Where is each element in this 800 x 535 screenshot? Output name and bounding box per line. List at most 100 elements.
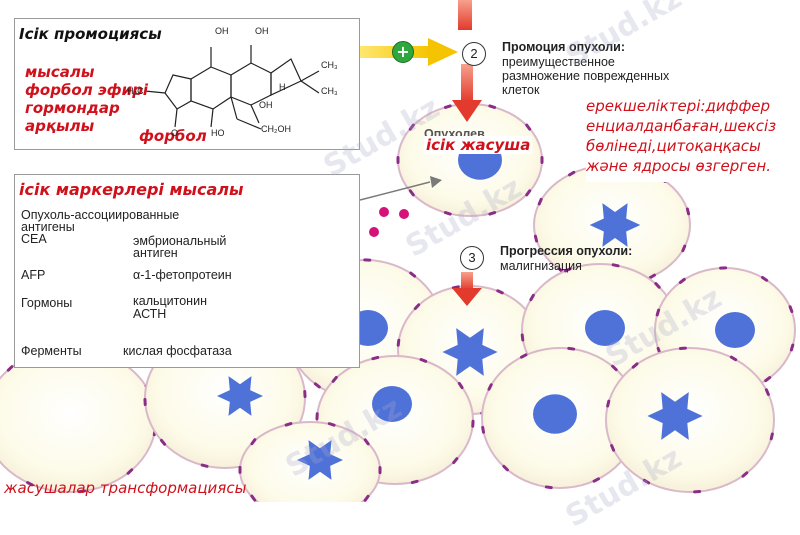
nucleus-9 (372, 386, 412, 422)
membrane-marker-2-5 (533, 234, 539, 243)
nucleus-4 (217, 376, 263, 416)
membrane-marker-10-7 (592, 477, 601, 483)
membrane-marker-1-9 (488, 104, 497, 109)
membrane-marker-1-8 (443, 104, 452, 109)
membrane-marker-10-2 (519, 353, 528, 359)
membrane-marker-4-2 (200, 463, 209, 468)
membrane-marker-8-7 (789, 343, 795, 352)
promoter-example-1: мысалы (25, 63, 95, 81)
membrane-marker-9-4 (419, 357, 428, 363)
membrane-marker-5-2 (313, 382, 321, 389)
membrane-marker-11-7 (693, 489, 702, 494)
formula-label-oh-3: OH (259, 100, 273, 110)
membrane-marker-11-3 (729, 355, 738, 362)
formula-label-ch2oh: CH₂OH (261, 124, 291, 134)
membrane-marker-12-10 (250, 438, 257, 446)
secreted-marker-dot-2 (399, 209, 409, 219)
membrane-marker-9-7 (452, 457, 459, 465)
features-line-1: ерекшеліктері:диффер (586, 97, 771, 115)
membrane-marker-9-3 (371, 355, 380, 361)
arrow-promotion-head (428, 38, 458, 66)
markers-heading-1: Опухоль-ассоциированные (21, 208, 180, 222)
formula-label-h3c: H₃C (127, 86, 144, 96)
membrane-marker-2-10 (685, 207, 691, 216)
marker-row-3-name: Гормоны (21, 296, 73, 310)
membrane-marker-1-10 (525, 123, 532, 131)
formula-label-ch3-1: CH₃ (321, 60, 338, 70)
cells-layer (0, 103, 796, 502)
features-line-2: енциалданбаған,шексіз (586, 117, 777, 135)
step-2-line-1: преимущественное (502, 55, 615, 69)
phorbol-structure (144, 45, 320, 130)
membrane-marker-10-4 (611, 364, 618, 372)
membrane-marker-11-6 (741, 471, 749, 478)
membrane-marker-1-6 (396, 156, 400, 164)
step-2-title: Промоция опухоли: (502, 40, 625, 54)
membrane-marker-1-1 (540, 156, 544, 164)
membrane-marker-9-6 (471, 419, 475, 428)
plus-sign: + (396, 42, 410, 61)
membrane-marker-9-2 (331, 375, 338, 383)
membrane-marker-12-9 (238, 465, 242, 474)
membrane-marker-12-3 (363, 438, 370, 446)
nucleus-10 (533, 394, 577, 434)
membrane-marker-3-2 (78, 489, 87, 494)
step-2-line-2: размножение поврежденных (502, 69, 670, 83)
membrane-marker-1-4 (443, 211, 452, 216)
promoter-title: Ісік промоциясы (19, 25, 162, 43)
marker-row-2-name: AFP (21, 268, 46, 282)
tumor-cell-label: ісік жасуша (424, 136, 533, 154)
membrane-marker-10-1 (487, 383, 493, 391)
membrane-marker-7-4 (563, 267, 572, 273)
formula-label-oh-2: OH (255, 26, 269, 36)
formula-label-h: H (279, 82, 286, 92)
marker-row-1-value-1: эмбриональный (133, 234, 227, 248)
marker-row-1-name: СЕА (21, 232, 47, 246)
membrane-marker-11-10 (606, 399, 611, 408)
membrane-marker-7-3 (529, 293, 535, 302)
marker-row-4-value-1: кислая фосфатаза (123, 344, 232, 358)
membrane-marker-8-3 (678, 277, 686, 284)
membrane-marker-1-2 (525, 189, 532, 197)
membrane-marker-12-4 (378, 466, 382, 475)
membrane-marker-10-9 (502, 464, 509, 472)
membrane-marker-7-2 (520, 333, 525, 342)
marker-row-1-value-2: антиген (133, 246, 178, 260)
features-note: ерекшеліктері:диффер енциалданбаған,шекс… (586, 98, 796, 182)
nucleus-8 (715, 312, 755, 348)
membrane-marker-4-9 (303, 390, 307, 398)
arrow-top-shaft (458, 0, 472, 30)
formula-label-ho: HO (211, 128, 225, 138)
nucleus-2 (589, 203, 641, 247)
phorbol-label: форбол (139, 127, 207, 145)
membrane-marker-9-1 (315, 412, 319, 421)
membrane-marker-8-2 (655, 308, 661, 317)
marker-row-3-value-1: кальцитонин (133, 294, 207, 308)
membrane-marker-12-5 (363, 494, 370, 502)
membrane-marker-5-6 (363, 258, 372, 262)
features-line-4: және ядросы өзгерген. (586, 157, 771, 175)
step-2-circle: 2 (462, 42, 486, 66)
membrane-marker-8-4 (719, 266, 728, 270)
marker-pointer-line (359, 181, 431, 201)
arrow-low-shaft (461, 272, 473, 290)
membrane-marker-2-2 (648, 273, 656, 280)
promoter-example-3: гормондар (25, 99, 120, 117)
marker-row-4-name: Ферменты (21, 344, 82, 358)
marker-row-3-value-2: АСТН (133, 307, 167, 321)
membrane-marker-10-10 (481, 425, 486, 434)
step-3-circle: 3 (460, 246, 484, 270)
step-3-number: 3 (468, 250, 476, 265)
nucleus-11 (647, 392, 703, 440)
secreted-marker-dot-1 (379, 207, 389, 217)
step-3-line-1: малигнизация (500, 259, 582, 273)
promoter-example-2: форбол эфирі (25, 81, 149, 99)
formula-label-ch3-2: CH₃ (321, 86, 338, 96)
nucleus-6 (442, 328, 498, 376)
membrane-marker-1-7 (408, 123, 415, 131)
promoter-box: Ісік промоциясы мысалы форбол эфирі горм… (14, 18, 360, 150)
markers-title: ісік маркерлері мысалы (19, 180, 244, 199)
membrane-marker-11-4 (764, 388, 770, 396)
membrane-marker-12-2 (327, 422, 336, 427)
